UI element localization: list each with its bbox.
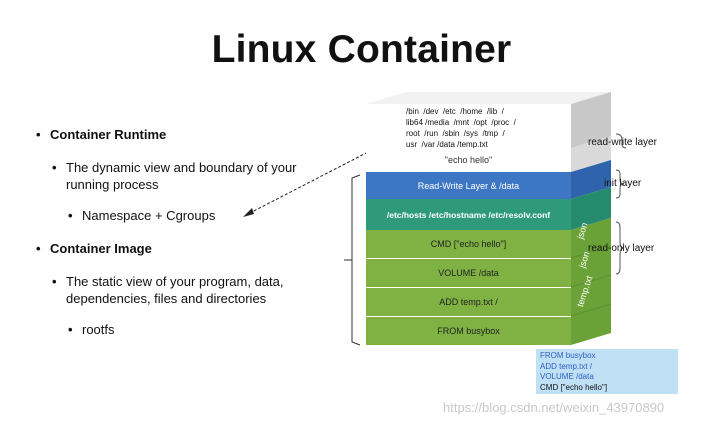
- layer-add: ADD temp.txt /: [366, 288, 571, 316]
- stack-left-bracket: [351, 174, 361, 346]
- layer-label: FROM busybox: [437, 326, 500, 336]
- bullet-text: Container Runtime: [50, 127, 167, 142]
- dockerfile-box: FROM busybox ADD temp.txt / VOLUME /data…: [536, 349, 678, 394]
- bullet-container-runtime: •Container Runtime: [36, 127, 167, 142]
- label-read-write: read-write layer: [588, 137, 657, 148]
- layer-label: VOLUME /data: [438, 268, 499, 278]
- layer-volume: VOLUME /data: [366, 259, 571, 287]
- bullet-text: Container Image: [50, 241, 152, 256]
- bullet-image-desc-cont: dependencies, files and directories: [66, 290, 266, 308]
- files-side-face: [571, 92, 611, 148]
- dockerfile-line: ADD temp.txt /: [540, 361, 593, 371]
- layer-label: ADD temp.txt /: [439, 297, 498, 307]
- bullet-text: rootfs: [82, 322, 115, 337]
- bullet-runtime-desc: •The dynamic view and boundary of your: [52, 160, 297, 175]
- read-write-layer: Read-Write Layer & /data: [366, 172, 571, 199]
- layer-label: CMD ["echo hello"]: [430, 239, 507, 249]
- label-read-only: read-only layer: [588, 243, 655, 254]
- init-brace: [615, 169, 625, 199]
- dockerfile-line: FROM busybox: [540, 351, 596, 360]
- bullet-text: The dynamic view and boundary of your: [66, 160, 297, 175]
- readonly-brace: [615, 221, 625, 275]
- files-top-face: [366, 92, 611, 104]
- bullet-rootfs: •rootfs: [68, 322, 115, 337]
- rw-side-face: [571, 160, 611, 199]
- layer-cmd: CMD ["echo hello"]: [366, 230, 571, 258]
- bullet-runtime-desc-cont: running process: [66, 176, 159, 194]
- bullet-image-desc: •The static view of your program, data,: [52, 274, 284, 289]
- slide-title: Linux Container: [211, 28, 512, 71]
- bullet-namespace: •Namespace + Cgroups: [68, 208, 216, 223]
- rootfs-files-layer: /bin /dev /etc /home /lib / lib64 /media…: [366, 104, 571, 149]
- bullet-container-image: •Container Image: [36, 241, 152, 256]
- layer-from: FROM busybox: [366, 317, 571, 345]
- init-layer-block: /etc/hosts /etc/hostname /etc/resolv.con…: [366, 199, 571, 230]
- label-init: init layer: [604, 178, 642, 189]
- dockerfile-line: CMD ["echo hello"]: [540, 382, 608, 392]
- watermark: https://blog.csdn.net/weixin_43970890: [443, 400, 665, 415]
- bullet-text: running process: [66, 177, 159, 192]
- bullet-text: Namespace + Cgroups: [82, 208, 216, 223]
- dashed-arrow: [245, 149, 373, 216]
- bullet-text: The static view of your program, data,: [66, 274, 284, 289]
- dockerfile-line: VOLUME /data: [540, 372, 594, 381]
- init-side-face: [571, 187, 611, 230]
- bullet-text: dependencies, files and directories: [66, 291, 267, 306]
- echo-layer: "echo hello": [366, 148, 571, 172]
